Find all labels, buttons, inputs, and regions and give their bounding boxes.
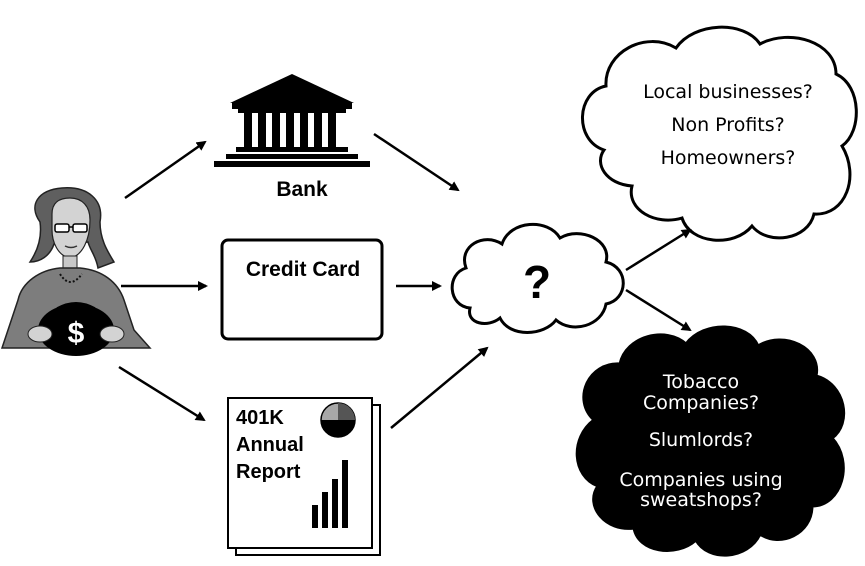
good-cloud-line2: Non Profits?: [671, 114, 784, 136]
bad-cloud-line5: sweatshops?: [640, 489, 762, 511]
bar-chart-icon: [312, 460, 348, 528]
arrow-bank-to-question: [373, 132, 460, 192]
report-title-line3: Report: [236, 461, 301, 483]
arrow-person-to-report: [118, 365, 206, 422]
pie-chart-icon: [320, 402, 356, 438]
dollar-sign-icon: $: [68, 317, 85, 350]
arrow-report-to-question: [390, 346, 489, 429]
arrow-question-to-bad: [625, 288, 692, 332]
credit-card-label: Credit Card: [246, 258, 360, 281]
bank-building-icon: [214, 74, 370, 167]
arrow-question-to-good: [625, 228, 692, 272]
bad-cloud-line2: Companies?: [643, 392, 759, 414]
good-cloud-line3: Homeowners?: [661, 147, 796, 169]
woman-investor-icon: $: [0, 187, 152, 356]
arrow-person-to-bank: [124, 140, 207, 200]
report-title-line2: Annual: [236, 434, 304, 456]
bad-cloud-line4: Companies using: [619, 469, 782, 491]
annual-report-document: [227, 397, 381, 556]
report-title-line1: 401K: [236, 407, 284, 429]
bad-cloud-line1: Tobacco: [662, 371, 739, 393]
credit-card-box: [220, 238, 384, 341]
good-cloud-line1: Local businesses?: [643, 81, 813, 103]
bad-cloud-line3: Slumlords?: [649, 429, 753, 451]
bad-investments-cloud: [575, 325, 846, 557]
bank-label: Bank: [276, 178, 328, 201]
question-mark: ?: [523, 256, 551, 308]
good-investments-cloud: [581, 25, 858, 242]
question-cloud: [450, 223, 625, 334]
